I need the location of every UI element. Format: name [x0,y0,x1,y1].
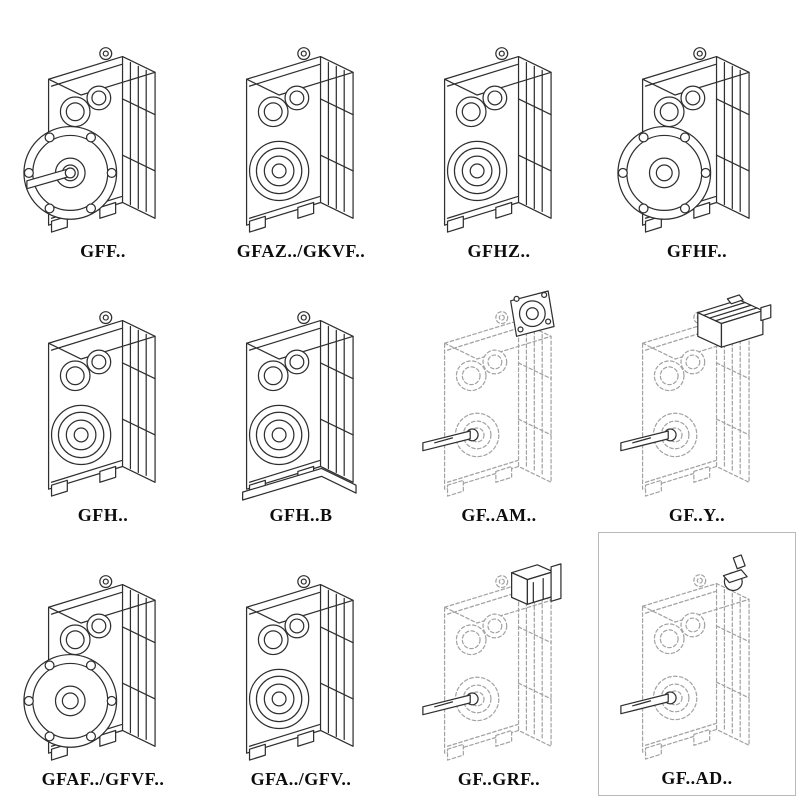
model-label: GFAF../GFVF.. [41,769,165,789]
gearbox-output-flange-drawing [617,47,750,233]
catalog-cell-gf-ad: GF..AD.. [598,532,796,796]
catalog-cell-gfh: GFH.. [4,268,202,532]
catalog-cell-gfh-b: GFH..B [202,268,400,532]
gearbox-output-flange-with-shaft-drawing [23,47,156,233]
gearbox-hollow-shaft-with-base-drawing [242,311,357,501]
model-label: GF..GRF.. [457,769,541,789]
gearbox-input-adapter-drawing [422,563,562,761]
catalog-cell-gfa-gfv: GFA../GFV.. [202,532,400,796]
gearbox-output-flange-drawing [23,575,156,761]
catalog-cell-gf-y: GF..Y.. [598,268,796,532]
model-label: GFF.. [80,241,126,261]
gearbox-hollow-shaft-drawing [246,575,354,761]
model-label: GF..Y.. [668,505,726,525]
catalog-cell-gfaf-gfvf: GFAF../GFVF.. [4,532,202,796]
gearbox-hollow-shaft-drawing [444,47,552,233]
catalog-cell-gfhz: GFHZ.. [400,4,598,268]
model-label: GFHF.. [666,241,728,261]
gearbox-input-shaft-adapter-drawing [620,554,750,760]
model-label: GF..AD.. [661,768,733,788]
gearbox-hollow-shaft-drawing [246,47,354,233]
gearbox-with-mounted-motor-drawing [620,294,772,497]
catalog-cell-gff: GFF.. [4,4,202,268]
model-label: GFH.. [77,505,129,525]
catalog-cell-gfaz-gkvf: GFAZ../GKVF.. [202,4,400,268]
model-label: GFHZ.. [467,241,531,261]
model-label: GFA../GFV.. [250,769,352,789]
model-label: GF..AM.. [461,505,537,525]
gearbox-hollow-shaft-drawing [48,311,156,497]
catalog-cell-gfhf: GFHF.. [598,4,796,268]
gearbox-input-flange-adapter-drawing [422,290,555,497]
model-label: GFH..B [269,505,333,525]
model-label: GFAZ../GKVF.. [236,241,366,261]
catalog-cell-gf-grf: GF..GRF.. [400,532,598,796]
catalog-cell-gf-am: GF..AM.. [400,268,598,532]
